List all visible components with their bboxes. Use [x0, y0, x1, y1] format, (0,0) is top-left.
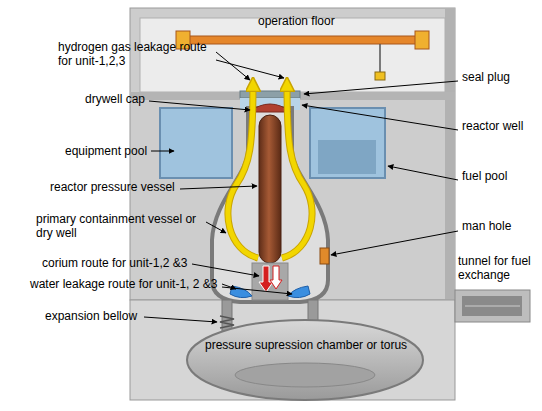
basement [130, 300, 455, 400]
crane-truck [415, 31, 429, 49]
man-hole [320, 248, 329, 264]
part-label: equipment pool [65, 144, 147, 158]
leader-line [206, 222, 226, 233]
fuel-tunnel [455, 290, 530, 322]
crane-cable [379, 44, 381, 72]
leader-line [149, 101, 250, 110]
hydrogen-route-outline [228, 84, 258, 258]
leader-line [216, 52, 250, 80]
corium-arrow [270, 266, 282, 289]
part-label: fuel pool [462, 169, 507, 183]
hydrogen-route [228, 84, 258, 258]
reactor-pressure-vessel [259, 115, 281, 263]
hydrogen-route-outline [282, 84, 312, 258]
operation-hall [140, 18, 445, 92]
part-label: primary containment vessel or dry well [36, 212, 204, 240]
torus-inner [235, 363, 375, 387]
part-label: operation floor [258, 14, 335, 28]
leader-line [222, 287, 292, 294]
leader-line [180, 186, 257, 189]
fuel-racks [318, 140, 376, 174]
part-label: reactor pressure vessel [50, 180, 175, 194]
pedestal [252, 263, 288, 300]
part-label: seal plug [462, 70, 510, 84]
crane-hook [375, 72, 385, 80]
part-label: drywell cap [85, 92, 145, 106]
seal-plug [240, 91, 300, 98]
leader-line [144, 317, 217, 322]
leader-line [216, 60, 284, 78]
part-label: tunnel for fuel exchange [458, 254, 538, 282]
part-label: water leakage route for unit-1, 2 &3 [30, 277, 217, 291]
part-label: hydrogen gas leakage route for unit-1,2,… [58, 40, 215, 68]
overhead-crane [180, 36, 425, 44]
tunnel-rail [465, 306, 520, 307]
leader-line [302, 105, 458, 130]
leader-line [388, 166, 458, 180]
part-label: reactor well [462, 119, 523, 133]
leader-line [304, 81, 458, 94]
corium-arrow [259, 266, 273, 292]
part-label: man hole [462, 219, 511, 233]
fuel-pool [310, 108, 385, 178]
leader-line [192, 264, 259, 276]
building-side [445, 8, 455, 300]
part-label: corium route for unit-1,2 &3 [42, 256, 187, 270]
hydrogen-route [282, 84, 312, 258]
leader-line [331, 231, 458, 255]
water-leak [288, 286, 310, 298]
part-label: expansion bellow [45, 309, 137, 323]
leader-line [151, 151, 174, 152]
expansion-bellow [220, 316, 234, 328]
torus [187, 320, 423, 400]
tunnel-opening [462, 296, 522, 316]
part-label: pressure supression chamber or torus [205, 338, 407, 352]
equipment-pool [160, 108, 232, 178]
